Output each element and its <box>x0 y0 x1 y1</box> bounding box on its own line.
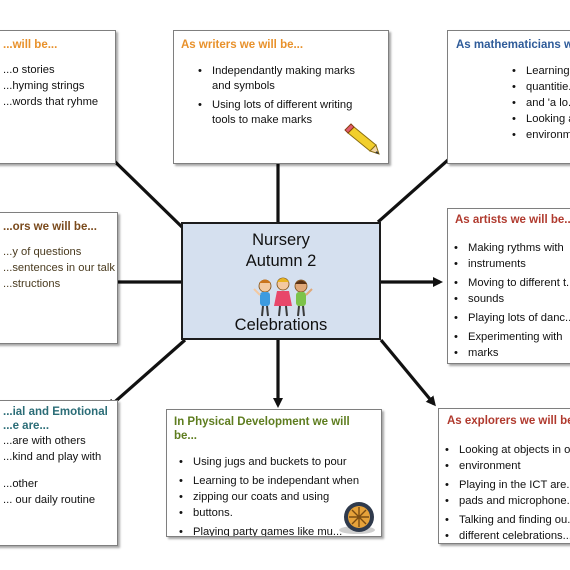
physical-development-box: In Physical Development we will be... Us… <box>166 409 382 537</box>
list-item: Making rythms with <box>452 241 570 256</box>
communicators-heading: ...will be... <box>3 39 58 51</box>
ball-icon <box>339 502 375 534</box>
mathematicians-box: As mathematicians w... Learning quantiti… <box>447 30 570 164</box>
list-item: ...y of questions <box>0 245 115 260</box>
list-item: ...kind and play with <box>0 450 101 465</box>
list-item: Playing party games like mu... <box>177 525 359 536</box>
artists-heading: As artists we will be... <box>455 214 570 226</box>
list-item: ...structions <box>0 277 115 292</box>
social-emotional-box: ...ial and Emotional ...e are... ...are … <box>0 400 118 546</box>
list-item: Using lots of different writing tools to… <box>196 98 372 128</box>
thinkers-heading: ...ors we will be... <box>3 221 97 233</box>
list-item: ...o stories <box>0 63 98 78</box>
thinkers-box: ...ors we will be... ...y of questions .… <box>0 212 118 344</box>
list-item: Using jugs and buckets to pour <box>177 455 359 470</box>
list-item: Playing lots of danc... <box>452 311 570 326</box>
list-item-cont: environment <box>443 459 570 474</box>
list-item-cont: quantitie... <box>510 80 570 95</box>
center-title-line3: Celebrations <box>234 316 328 334</box>
list-item: ...hyming strings <box>0 79 98 94</box>
list-item: Looking at objects in o... <box>443 443 570 458</box>
arrow-down-left <box>106 338 187 409</box>
list-item-cont: and 'a lo... <box>510 96 570 111</box>
list-item: ...sentences in our talk <box>0 261 115 276</box>
list-item: Independantly making marks and symbols <box>196 64 372 94</box>
list-item: ...other <box>0 477 101 492</box>
artists-box: As artists we will be... Making rythms w… <box>447 208 570 364</box>
list-item: Experimenting with <box>452 330 570 345</box>
list-item-cont: pads and microphone... <box>443 494 570 509</box>
communicators-box: ...will be... ...o stories ...hyming str… <box>0 30 116 164</box>
center-title-line1: Nursery <box>252 231 310 249</box>
mathematicians-heading: As mathematicians w... <box>456 39 570 51</box>
list-item-cont: different celebrations... <box>443 529 570 543</box>
list-item-cont: sounds <box>452 292 570 307</box>
list-item: ...are with others <box>0 434 101 449</box>
list-item: Looking a... <box>510 112 570 127</box>
list-item: ...words that ryhme <box>0 95 98 110</box>
list-item: Playing in the ICT are... <box>443 478 570 493</box>
arrow-up-left <box>100 147 185 230</box>
list-item: Moving to different t... <box>452 276 570 291</box>
center-title-line2: Autumn 2 <box>245 252 317 270</box>
list-item-cont: buttons. <box>177 506 359 521</box>
center-topic-box: Nursery Autumn 2 Celebrations <box>181 222 381 340</box>
children-clipart-icon <box>253 277 313 317</box>
social-heading-line1: ...ial and Emotional <box>3 406 108 418</box>
pencil-icon <box>344 123 380 155</box>
list-item-cont: zipping our coats and using <box>177 490 359 505</box>
explorers-heading: As explorers we will be... <box>447 415 570 427</box>
list-item-cont: instruments <box>452 257 570 272</box>
list-item: ... our daily routine <box>0 493 101 508</box>
list-item-cont: marks <box>452 346 570 361</box>
list-item: Talking and finding ou... <box>443 513 570 528</box>
explorers-box: As explorers we will be... Looking at ob… <box>438 408 570 544</box>
list-item: Learning <box>510 64 570 79</box>
physical-heading-line1: In Physical Development we will <box>174 416 350 428</box>
social-heading-line2: ...e are... <box>3 420 50 432</box>
list-item: Learning to be independant when <box>177 474 359 489</box>
physical-heading-line2: be... <box>174 430 198 442</box>
writers-box: As writers we will be... Independantly m… <box>173 30 389 164</box>
list-item-cont: environm... <box>510 128 570 143</box>
arrow-down-right <box>379 338 436 407</box>
writers-heading: As writers we will be... <box>181 39 304 51</box>
